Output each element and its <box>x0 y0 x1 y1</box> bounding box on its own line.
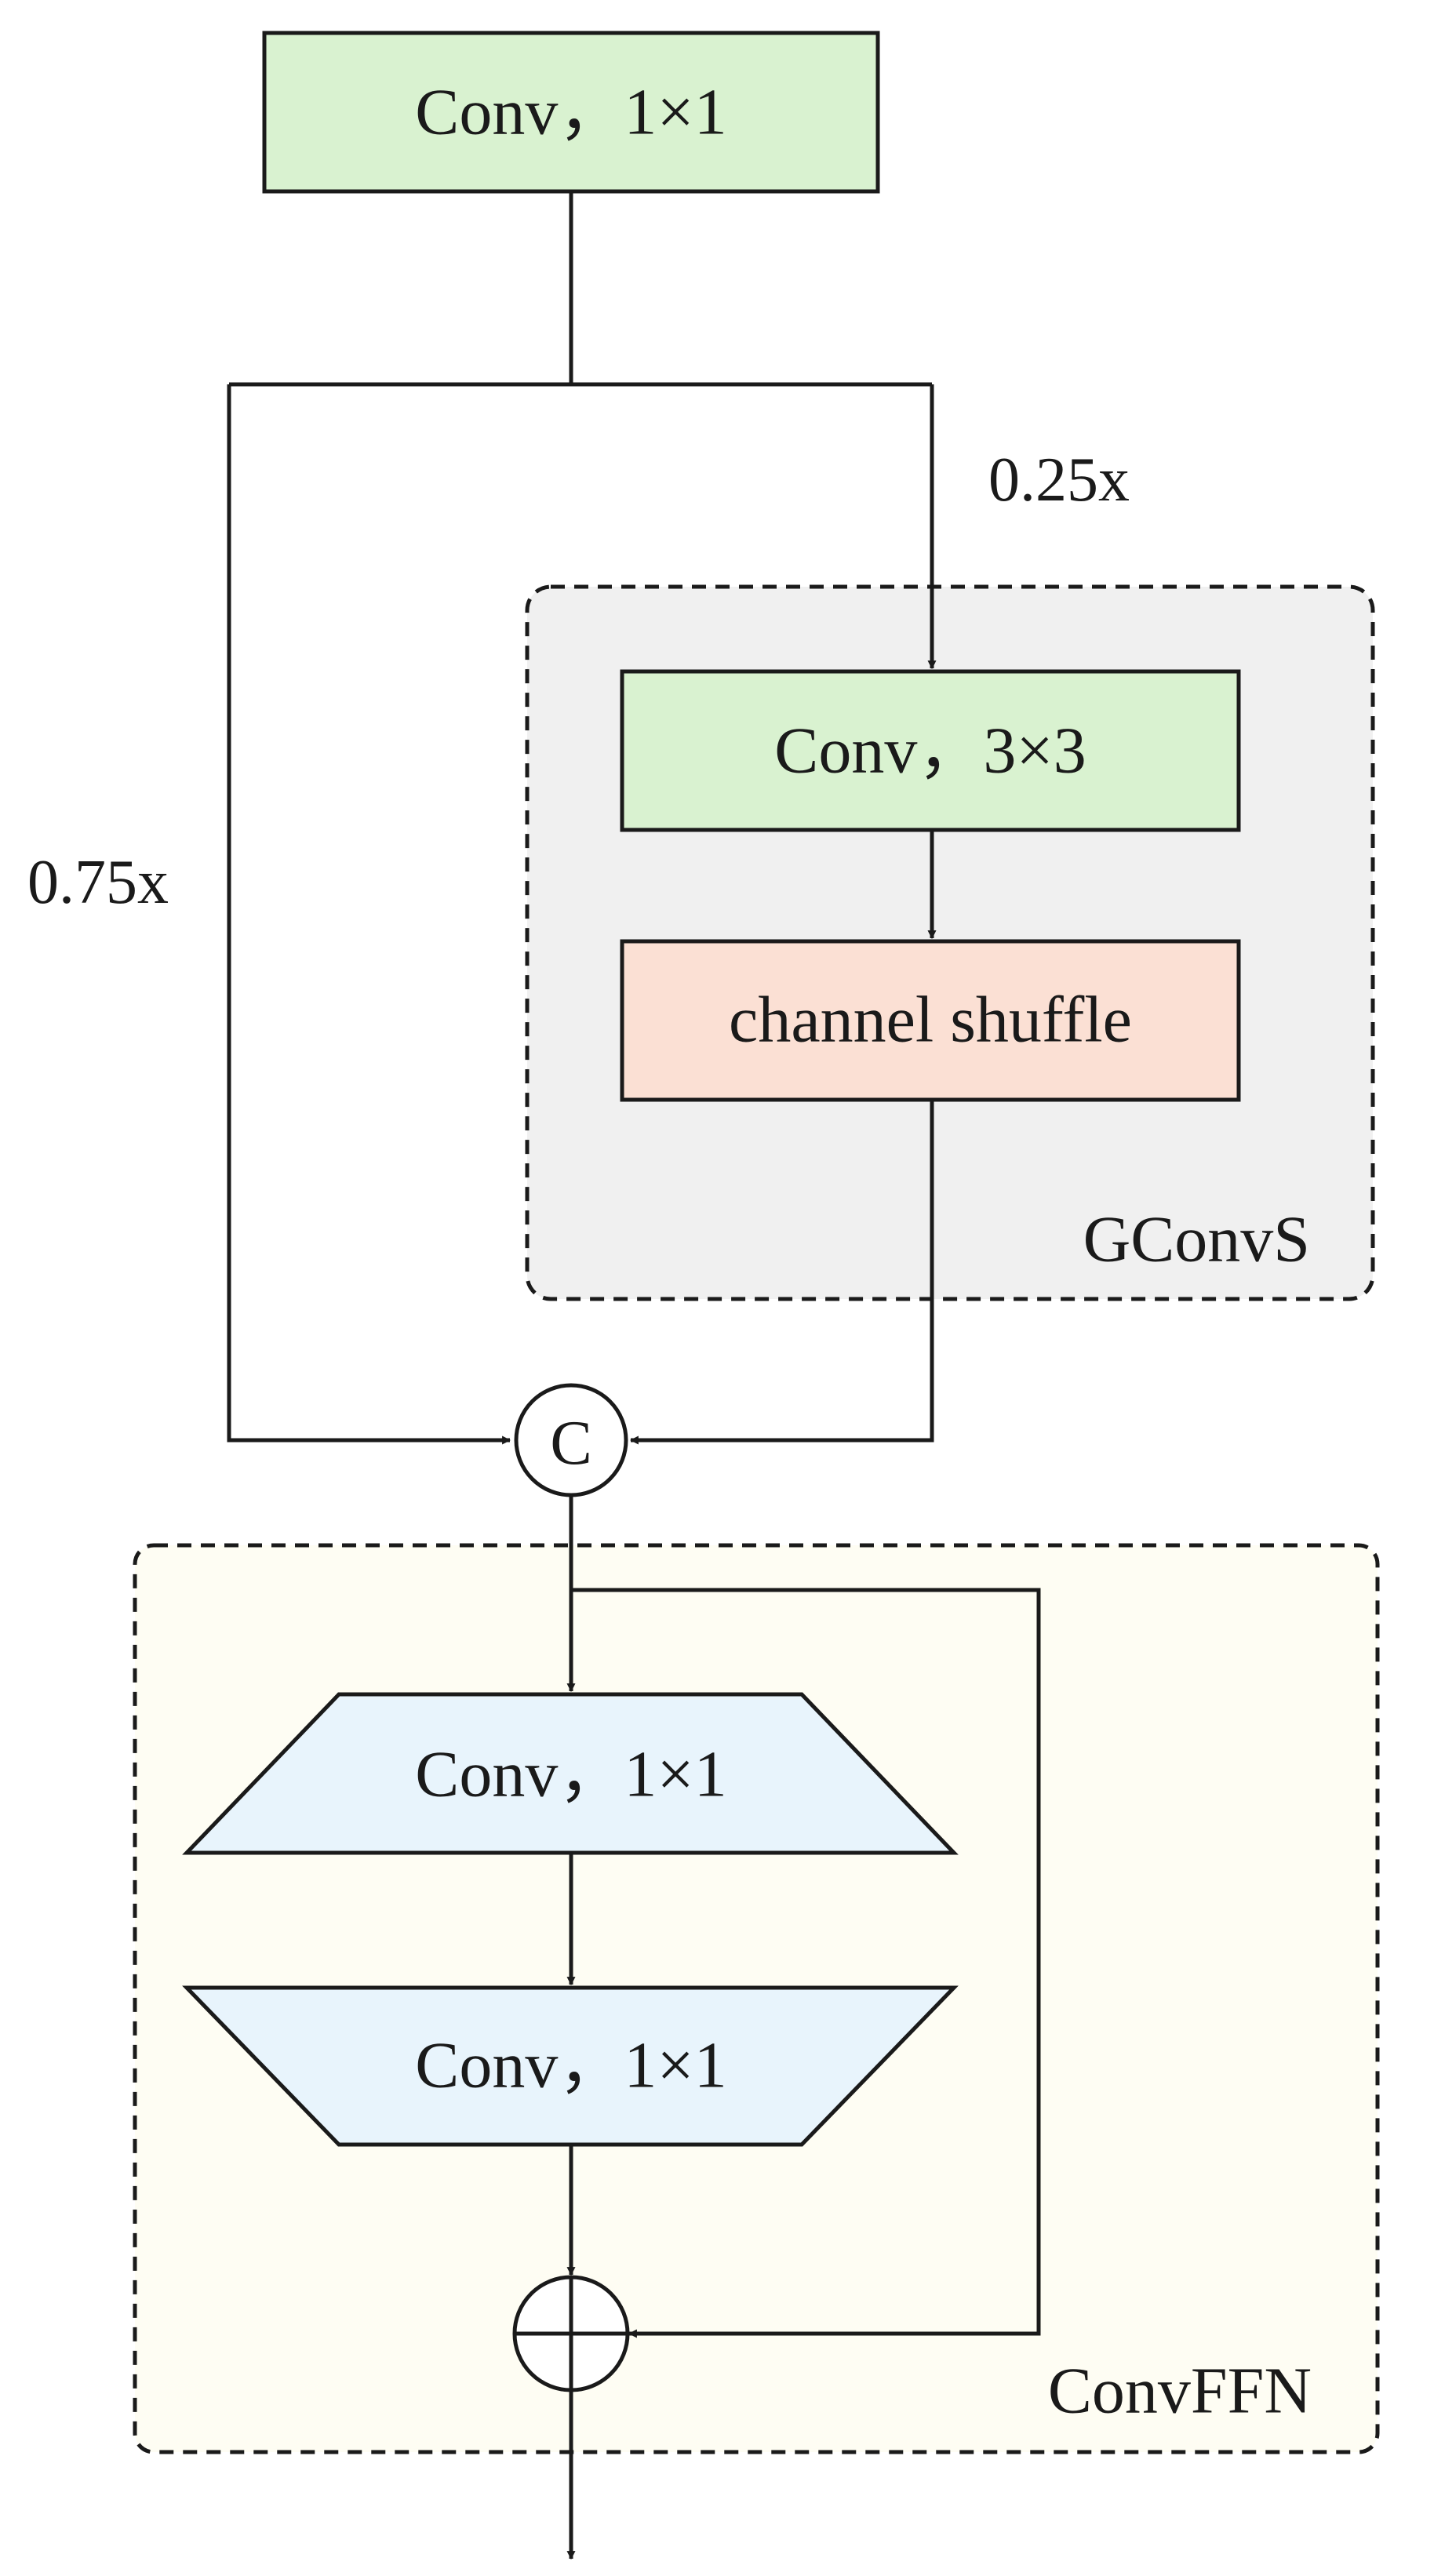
ffn-conv-reduce-label: Conv，1×1 <box>415 2029 726 2102</box>
add-node <box>512 2275 630 2392</box>
ffn-conv-reduce-block <box>182 1985 959 2147</box>
residual-skip-arrow <box>571 1588 1041 2338</box>
convffn-label: ConvFFN <box>1048 2355 1312 2428</box>
ffn-conv-expand-label: Conv，1×1 <box>415 1738 726 1811</box>
channel-shuffle-label: channel shuffle <box>729 984 1132 1057</box>
right-ratio-label: 0.25x <box>988 446 1130 515</box>
concat-label: C <box>550 1409 591 1478</box>
shuffle-to-concat-arrow <box>629 1100 934 1445</box>
conv-top-block <box>262 31 880 194</box>
conv-top-label: Conv，1×1 <box>415 76 726 149</box>
conv-3x3-block <box>620 669 1241 832</box>
conv-3x3-label: Conv，3×3 <box>774 715 1086 788</box>
left-branch-arrow <box>227 384 511 1445</box>
left-ratio-label: 0.75x <box>27 848 169 917</box>
gconvs-label: GConvS <box>1083 1203 1310 1276</box>
ffn-conv-expand-block <box>182 1692 959 1855</box>
